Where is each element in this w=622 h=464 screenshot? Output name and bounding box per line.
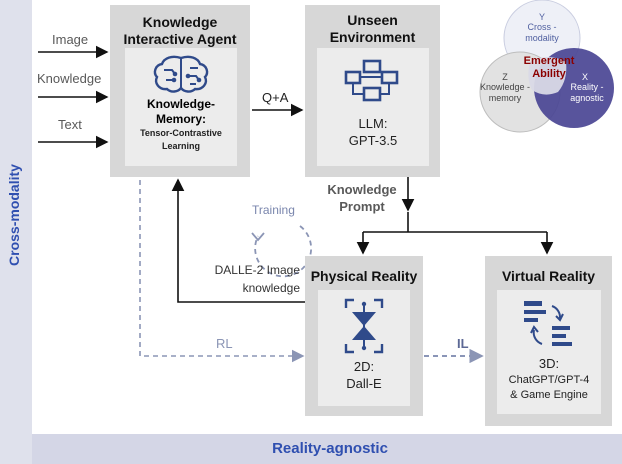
virtual-line2: ChatGPT/GPT-4 <box>508 374 590 386</box>
venn-z-letter: Z <box>502 72 508 82</box>
llm-network-icon <box>344 59 399 102</box>
llm-model: GPT-3.5 <box>348 133 398 148</box>
sync-list-icon <box>524 301 572 346</box>
dalle-feedback-arrow <box>171 178 305 303</box>
virtual-reality-panel <box>497 290 601 414</box>
physical-line2: Dall-E <box>346 376 382 391</box>
image-input-label: Image <box>52 32 89 47</box>
horizontal-axis-band <box>32 434 622 464</box>
dalle-knowledge-label: DALLE-2 Image knowledge <box>214 263 300 295</box>
physical-reality-title: Physical Reality <box>310 268 418 284</box>
virtual-reality-title: Virtual Reality <box>501 268 596 284</box>
venn-diagram <box>479 0 614 133</box>
rl-arrow <box>139 180 305 363</box>
knowledge-prompt-label: Knowledge Prompt <box>327 182 397 214</box>
venn-z-text: Knowledge -memory <box>479 82 531 103</box>
horizontal-axis-label: Reality-agnostic <box>272 440 388 457</box>
emergent-ability-label: Emergent Ability <box>523 55 575 80</box>
knowledge-input-label: Knowledge <box>37 71 102 86</box>
venn-x-letter: X <box>581 72 588 82</box>
venn-x-text: Reality -agnostic <box>570 82 604 103</box>
venn-y-text: Cross -modality <box>525 22 559 43</box>
vertical-axis-band <box>0 0 32 464</box>
knowledge-agent-title: Knowledge Interactive Agent <box>123 14 237 47</box>
training-label: Training <box>252 203 295 217</box>
rl-label: RL <box>216 336 233 351</box>
qa-label: Q+A <box>262 90 289 105</box>
virtual-line1: 3D: <box>538 356 560 371</box>
virtual-line3: & Game Engine <box>510 389 588 401</box>
brain-icon <box>153 55 209 93</box>
venn-y-letter: Y <box>538 12 545 22</box>
unseen-environment-title: Unseen Environment <box>329 12 416 45</box>
physical-line1: 2D: <box>353 359 375 374</box>
text-input-label: Text <box>58 117 82 132</box>
training-loop <box>254 225 313 278</box>
knowledge-memory-title: Knowledge-Memory: <box>147 97 215 126</box>
llm-panel <box>317 48 429 166</box>
knowledge-memory-subtitle: Tensor-Contrastive Learning <box>140 128 222 151</box>
llm-label: LLM: <box>358 116 388 131</box>
il-label: IL <box>457 336 469 351</box>
dalle-icon <box>344 298 384 354</box>
